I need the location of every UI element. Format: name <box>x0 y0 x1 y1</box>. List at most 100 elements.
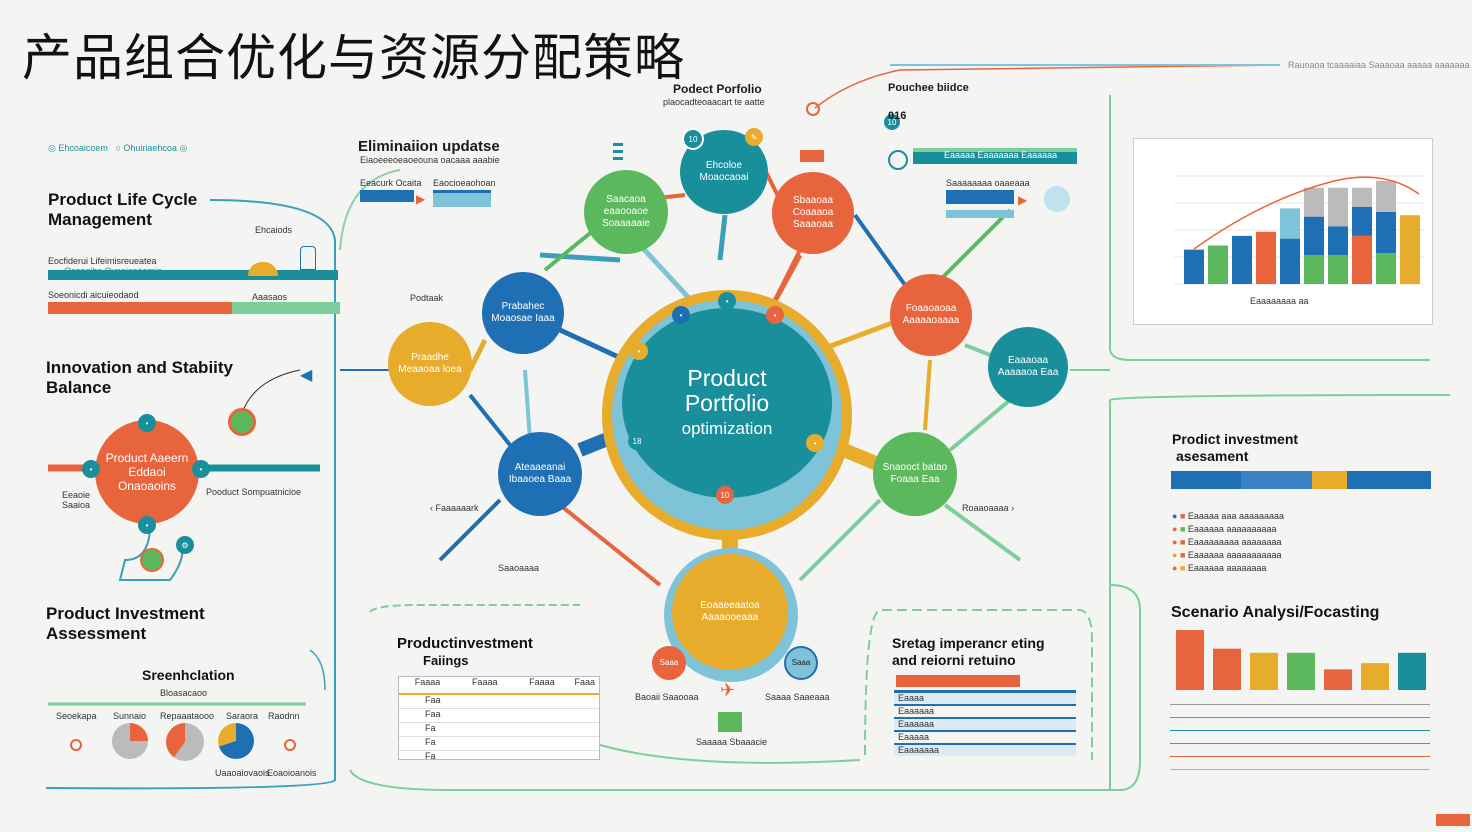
hub-badge-tr: • <box>766 306 784 324</box>
chart-bar <box>1280 238 1300 284</box>
top-right-header: Rauoaoa tcaaaaiaa Saaaoaa aaaaa aaaaaaa <box>1288 60 1470 70</box>
list-item-label: Eaaaaa aaa aaaaaaaaa <box>1187 511 1285 521</box>
table-row: Eaaaaaa <box>894 717 1076 730</box>
scenario-line <box>1170 744 1430 757</box>
scenario-bar <box>1324 669 1352 690</box>
elim-bar-left <box>360 190 414 202</box>
chart-bar <box>1376 180 1396 212</box>
legend-dot-icon: ◎ <box>48 143 56 153</box>
table-row: Fa <box>399 737 599 751</box>
innovation-badge-right: • <box>192 460 210 478</box>
bottom-right-label: Saaaa Saaeaaa <box>765 692 830 702</box>
chevron-right-icon: › <box>1011 503 1015 513</box>
dot-icon: ● <box>1172 524 1178 534</box>
dot-icon: ● <box>1172 563 1178 573</box>
list-item: ● ■ Eaaaaaa aaaaaaaaaa <box>1172 524 1284 537</box>
bottom-left-label: Baoaii Saaooaa <box>635 692 699 702</box>
list-item-label: Eaaaaaa aaaaaaaa <box>1187 563 1267 573</box>
strategy-header-bar <box>896 675 1020 687</box>
ring-icon <box>284 739 296 751</box>
innovation-title-line1: Innovation and Stabiity <box>46 358 234 377</box>
chevron-left-icon: ‹ <box>430 503 433 513</box>
scenario-bar <box>1398 652 1426 690</box>
ratings-title-line1: Productinvestment <box>397 635 533 652</box>
chart-bar <box>1304 216 1324 256</box>
investment-label-3: Repaaataooo <box>160 711 215 721</box>
innovation-right-label: Pooduct Sompuatnicioe <box>206 487 302 497</box>
ring-icon <box>806 102 820 116</box>
strategy-title-line2: and reiorni retuino <box>892 652 1016 668</box>
chart-bar <box>1208 245 1228 284</box>
table-row: Fa <box>399 723 599 737</box>
lifecycle-title-line2: Management <box>48 210 152 229</box>
top-right-bar3 <box>946 210 1014 218</box>
innovation-badge-left: • <box>82 460 100 478</box>
bottom-center-label: Saaaaa Sbaaacie <box>696 737 768 747</box>
mid-right-title: Prodict investment asesament <box>1172 431 1298 465</box>
arrow-right-icon: ▶ <box>416 192 426 206</box>
scenario-line <box>1170 718 1430 731</box>
mid-right-bar <box>1171 471 1431 489</box>
scenario-chart <box>1176 630 1426 690</box>
lifecycle-title: Product Life Cycle Management <box>48 190 197 230</box>
top-right-badge: 10 <box>884 114 900 130</box>
trend-line <box>1193 176 1420 250</box>
list-item-label: Eaaaaaa aaaaaaaaaaa <box>1187 550 1282 560</box>
top-right-num: 016 <box>888 110 907 122</box>
lifecycle-small-label: Ehcaiods <box>255 225 293 235</box>
node-bottom-right: Snaooct batao Foaaa Eaa <box>873 432 957 516</box>
table-row: Faa <box>399 709 599 723</box>
table-row: Faa <box>399 695 599 709</box>
mid-bar-seg <box>1241 471 1312 489</box>
scenario-line <box>1170 731 1430 744</box>
truck-icon <box>800 150 824 162</box>
hub-title-2: Portfolio <box>684 389 770 416</box>
small-gear-icon: ⚙ <box>176 536 194 554</box>
investment-label-1: Seoekapa <box>56 711 97 721</box>
strategy-table: Eaaaa Eaaaaaa Eaaaaaa Eaaaaa Eaaaaaaa <box>894 690 1076 756</box>
dot-icon: ● <box>1172 511 1178 521</box>
rocket-icon: ✈ <box>720 680 736 700</box>
chart-bar <box>1376 253 1396 284</box>
chart-bar <box>1352 187 1372 207</box>
investment-label-4: Saraora <box>226 711 259 721</box>
mid-bar-seg <box>1346 471 1431 489</box>
top-sub: plaocadteoaacart te aatte <box>663 97 765 107</box>
ratings-title: Productinvestment Faiings <box>397 635 533 669</box>
scenario-chart-frame <box>1172 628 1430 692</box>
innovation-title-line2: Balance <box>46 378 112 397</box>
lifecycle-bar1 <box>48 270 338 280</box>
node-top-right: Sbaaoaa Coaaaoa Saaaoaa <box>772 172 854 254</box>
scenario-title: Scenario Analysi/Focasting <box>1171 604 1380 621</box>
hill-icon <box>248 262 278 276</box>
ring-icon <box>70 739 82 751</box>
dot-icon: ● <box>1172 537 1178 547</box>
lifecycle-bar2-label: Soeonicdi aicuieodaod <box>48 290 139 300</box>
top-right-second-label: Saaaaaaaa oaaeaaa <box>946 178 1030 188</box>
innovation-badge-bottom: • <box>138 516 156 534</box>
hub-badge-l: • <box>630 342 648 360</box>
hub-badge-br: • <box>806 434 824 452</box>
investment-title-line2: Assessment <box>46 624 147 643</box>
ratings-header: Faaaa <box>414 677 441 687</box>
badge-icon: ✎ <box>745 128 763 146</box>
scenario-bar <box>1361 663 1389 690</box>
legend-item: Ehcoaicoem <box>58 143 108 153</box>
arrow-left-icon: ◀ <box>300 367 313 384</box>
square-icon: ■ <box>1179 524 1186 534</box>
list-item: ● ■ Eaaaaaaaaa aaaaaaaa <box>1172 537 1284 550</box>
lifecycle-bar1-label: Eocfiderui Lifeimisreueatea <box>48 256 157 266</box>
investment-sub-small: Bloasacaoo <box>160 688 208 698</box>
chart-bar <box>1328 255 1348 284</box>
top-right-label: Pouchee biidce <box>888 82 969 94</box>
plant-icon <box>140 548 164 572</box>
list-item: ● ■ Eaaaaa aaa aaaaaaaaa <box>1172 511 1284 524</box>
investment-bottom-1: Uaaoaiovaois <box>215 768 270 778</box>
center-bottom-left-label: Saaoaaaa <box>498 563 540 573</box>
strategy-title-line1: Sretag imperancr eting <box>892 635 1045 651</box>
square-icon: ■ <box>1179 563 1186 573</box>
scenario-lines <box>1170 696 1430 770</box>
pie-icon-3 <box>218 723 254 759</box>
hub-badge-tl: • <box>672 306 690 324</box>
